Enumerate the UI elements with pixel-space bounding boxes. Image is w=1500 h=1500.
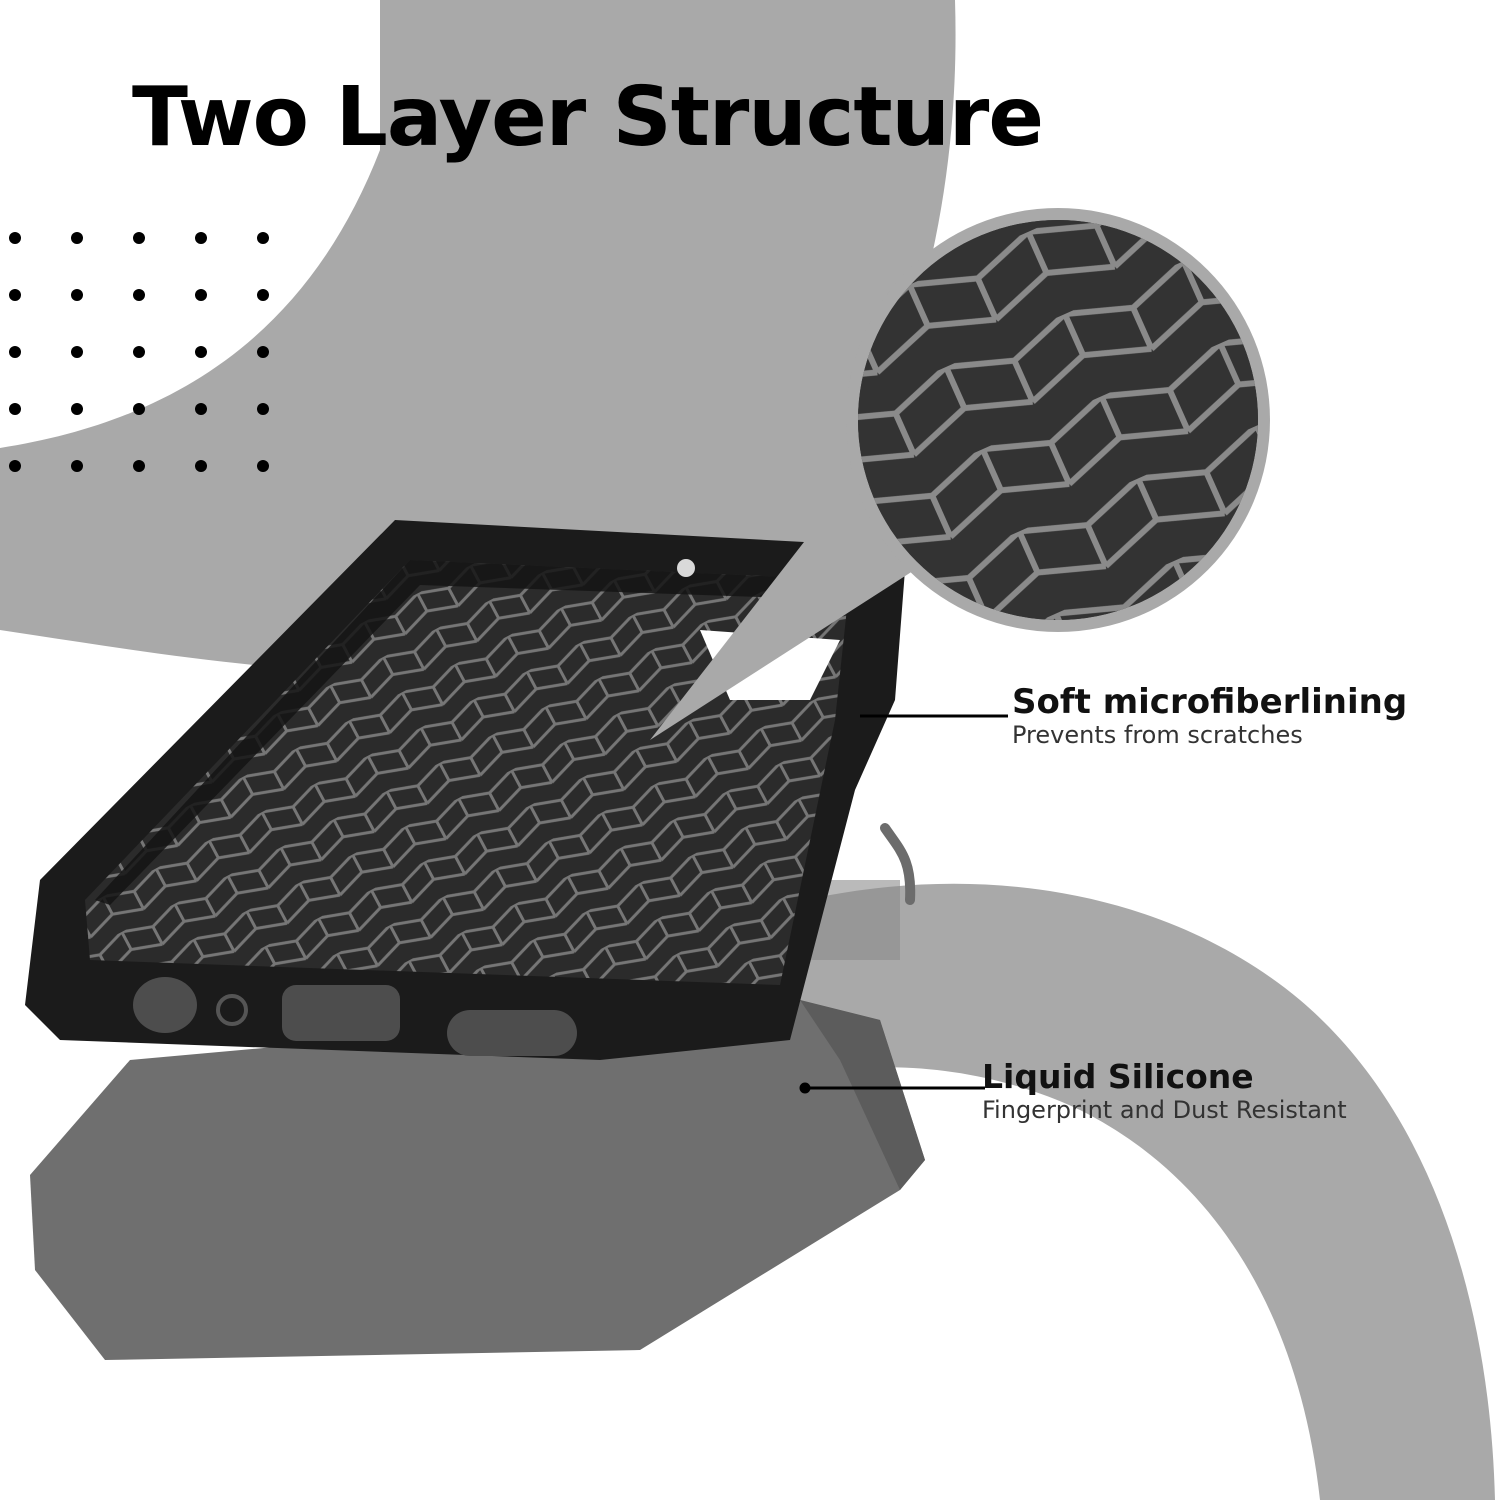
callout-heading: Soft microfiberlining [1012, 682, 1408, 722]
decor-dot [71, 403, 83, 415]
decor-dot [195, 403, 207, 415]
decor-dot [9, 232, 21, 244]
leader-lines [799, 714, 1008, 1094]
decor-dot [133, 460, 145, 472]
decor-dot [133, 289, 145, 301]
decor-dot [9, 346, 21, 358]
decor-dot [71, 232, 83, 244]
decor-dot [195, 232, 207, 244]
decor-dot [257, 346, 269, 358]
phone-case [25, 520, 905, 1060]
texture-zoom [650, 208, 1270, 740]
decor-dot [195, 460, 207, 472]
decor-dot [71, 460, 83, 472]
decor-dot [71, 289, 83, 301]
dot-grid [9, 232, 269, 472]
decor-dot [133, 403, 145, 415]
callout-liquid-silicone: Liquid Silicone Fingerprint and Dust Res… [982, 1057, 1347, 1125]
decor-dot [257, 403, 269, 415]
decor-dot [133, 232, 145, 244]
decor-dot [257, 460, 269, 472]
decor-dot [9, 289, 21, 301]
decor-dot [71, 346, 83, 358]
decor-dot [257, 289, 269, 301]
page-title: Two Layer Structure [132, 70, 1044, 165]
decor-dot [195, 289, 207, 301]
decor-dot [257, 232, 269, 244]
silicone-shell [30, 823, 925, 1360]
decor-dot [195, 346, 207, 358]
decor-dot [9, 460, 21, 472]
callout-subtext: Fingerprint and Dust Resistant [982, 1096, 1347, 1124]
callout-microfiber-lining: Soft microfiberlining Prevents from scra… [1012, 683, 1407, 749]
decor-dot [9, 403, 21, 415]
upper-arc [0, 0, 956, 674]
callout-subtext: Prevents from scratches [1012, 721, 1303, 749]
callout-heading: Liquid Silicone [982, 1057, 1254, 1096]
decor-dot [133, 346, 145, 358]
